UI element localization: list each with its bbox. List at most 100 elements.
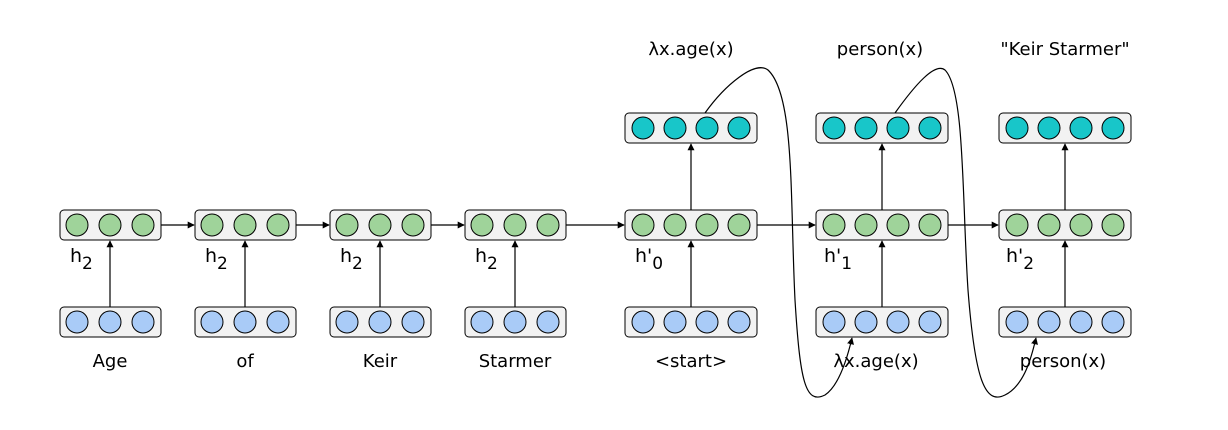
decoder-hidden-row bbox=[624, 209, 1132, 241]
embedding-unit bbox=[368, 310, 392, 334]
hidden-unit bbox=[918, 213, 942, 237]
embedding-unit bbox=[854, 310, 878, 334]
embedding-unit bbox=[536, 310, 560, 334]
hidden-unit bbox=[1037, 213, 1061, 237]
encoder-embedding-cell-1 bbox=[59, 306, 162, 338]
hidden-unit bbox=[631, 213, 655, 237]
hidden-unit bbox=[695, 213, 719, 237]
hidden-label: h'1 bbox=[824, 245, 852, 274]
hidden-unit bbox=[65, 213, 89, 237]
decoder-hidden-cell-1 bbox=[624, 209, 758, 241]
hidden-unit bbox=[854, 213, 878, 237]
embedding-unit bbox=[1005, 310, 1029, 334]
hidden-unit bbox=[1069, 213, 1093, 237]
input-arrows bbox=[106, 240, 1069, 307]
decoder-output-token: λx.age(x) bbox=[648, 39, 733, 60]
encoder-hidden-cell-1 bbox=[59, 209, 162, 241]
output-unit bbox=[918, 116, 942, 140]
decoder-output-token: person(x) bbox=[837, 39, 923, 60]
hidden-unit bbox=[727, 213, 751, 237]
decoder-embedding-cell-2 bbox=[815, 306, 949, 338]
decoder-output-cell-3 bbox=[998, 112, 1132, 144]
embedding-unit bbox=[233, 310, 257, 334]
hidden-unit bbox=[822, 213, 846, 237]
output-unit bbox=[1101, 116, 1125, 140]
hidden-unit bbox=[335, 213, 359, 237]
decoder-embedding-cell-1 bbox=[624, 306, 758, 338]
encoder-hidden-labels: h2 h2 h2 h2 bbox=[70, 245, 498, 274]
embedding-unit bbox=[727, 310, 751, 334]
embedding-unit bbox=[1037, 310, 1061, 334]
embedding-unit bbox=[200, 310, 224, 334]
embedding-unit bbox=[401, 310, 425, 334]
hidden-unit bbox=[536, 213, 560, 237]
embedding-unit bbox=[470, 310, 494, 334]
hidden-unit bbox=[1005, 213, 1029, 237]
hidden-unit bbox=[470, 213, 494, 237]
decoder-output-row bbox=[624, 112, 1132, 144]
output-unit bbox=[631, 116, 655, 140]
decoder-hidden-cell-3 bbox=[998, 209, 1132, 241]
input-word: Keir bbox=[363, 351, 398, 372]
embedding-unit bbox=[918, 310, 942, 334]
output-unit bbox=[822, 116, 846, 140]
embedding-unit bbox=[695, 310, 719, 334]
hidden-label: h2 bbox=[475, 245, 498, 274]
input-word: Starmer bbox=[479, 351, 552, 372]
embedding-unit bbox=[503, 310, 527, 334]
embedding-unit bbox=[131, 310, 155, 334]
decoder-output-token: "Keir Starmer" bbox=[1000, 39, 1129, 60]
embedding-unit bbox=[1101, 310, 1125, 334]
encoder-hidden-cell-2 bbox=[194, 209, 297, 241]
decoder-input-token: person(x) bbox=[1020, 351, 1106, 372]
decoder-output-cell-2 bbox=[815, 112, 949, 144]
output-unit bbox=[727, 116, 751, 140]
hidden-label: h'0 bbox=[635, 245, 663, 274]
output-unit bbox=[854, 116, 878, 140]
encoder-embedding-cell-4 bbox=[464, 306, 567, 338]
embedding-unit bbox=[822, 310, 846, 334]
feedback-curve-2 bbox=[894, 67, 1038, 398]
hidden-unit bbox=[368, 213, 392, 237]
feedback-curve-1 bbox=[704, 67, 854, 398]
input-word: of bbox=[236, 351, 254, 372]
feedback-curves bbox=[704, 67, 1038, 398]
hidden-unit bbox=[1101, 213, 1125, 237]
output-unit bbox=[886, 116, 910, 140]
hidden-unit bbox=[266, 213, 290, 237]
hidden-unit bbox=[233, 213, 257, 237]
decoder-input-token: λx.age(x) bbox=[833, 351, 918, 372]
embedding-unit bbox=[335, 310, 359, 334]
embedding-unit bbox=[1069, 310, 1093, 334]
embedding-unit bbox=[65, 310, 89, 334]
embedding-unit bbox=[886, 310, 910, 334]
embedding-unit bbox=[663, 310, 687, 334]
encoder-hidden-cell-4 bbox=[464, 209, 567, 241]
hidden-label: h2 bbox=[205, 245, 228, 274]
hidden-unit bbox=[98, 213, 122, 237]
hidden-label: h2 bbox=[340, 245, 363, 274]
decoder-input-token: <start> bbox=[655, 351, 727, 372]
decoder-input-tokens: <start> λx.age(x) person(x) bbox=[655, 351, 1106, 372]
hidden-unit bbox=[401, 213, 425, 237]
encoder-embedding-cell-2 bbox=[194, 306, 297, 338]
hidden-unit bbox=[886, 213, 910, 237]
hidden-label: h2 bbox=[70, 245, 93, 274]
output-arrows bbox=[687, 143, 1069, 210]
decoder-output-tokens: λx.age(x) person(x) "Keir Starmer" bbox=[648, 39, 1129, 60]
output-unit bbox=[1037, 116, 1061, 140]
decoder-output-cell-1 bbox=[624, 112, 758, 144]
output-unit bbox=[695, 116, 719, 140]
encoder-hidden-row bbox=[59, 209, 567, 241]
output-unit bbox=[1069, 116, 1093, 140]
hidden-unit bbox=[200, 213, 224, 237]
embedding-unit bbox=[98, 310, 122, 334]
decoder-embedding-cell-3 bbox=[998, 306, 1132, 338]
decoder-hidden-labels: h'0 h'1 h'2 bbox=[635, 245, 1034, 274]
encoder-embedding-row bbox=[59, 306, 567, 338]
encoder-hidden-cell-3 bbox=[329, 209, 432, 241]
hidden-unit bbox=[131, 213, 155, 237]
output-unit bbox=[663, 116, 687, 140]
encoder-embedding-cell-3 bbox=[329, 306, 432, 338]
